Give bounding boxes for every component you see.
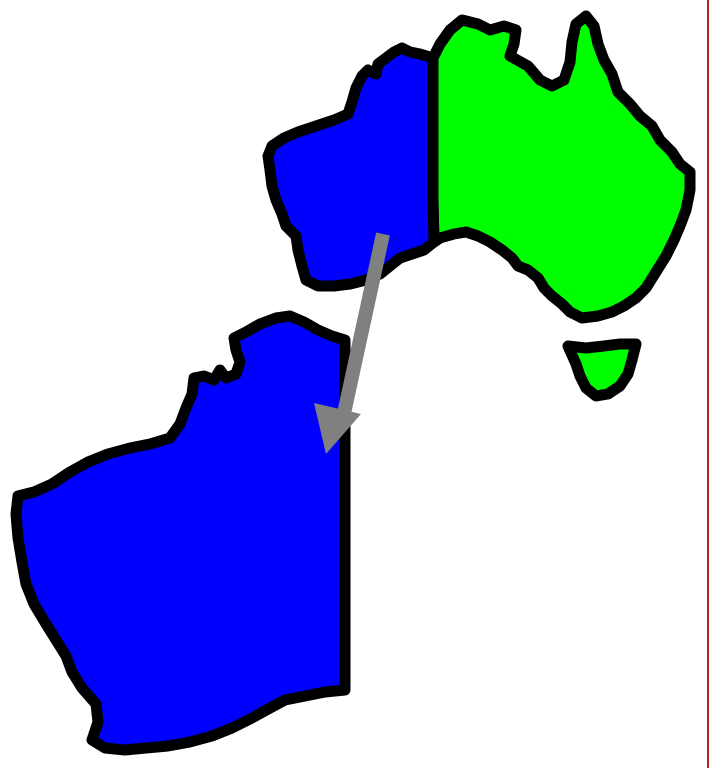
pointer-arrow xyxy=(314,232,390,454)
arrow-shaft xyxy=(336,232,390,420)
arrow-head xyxy=(314,403,361,454)
region-western-australia xyxy=(262,42,440,292)
page-border xyxy=(707,0,709,768)
region-tasmania xyxy=(562,338,642,402)
inset-western-australia xyxy=(10,310,351,756)
region-rest-of-australia xyxy=(427,10,696,324)
